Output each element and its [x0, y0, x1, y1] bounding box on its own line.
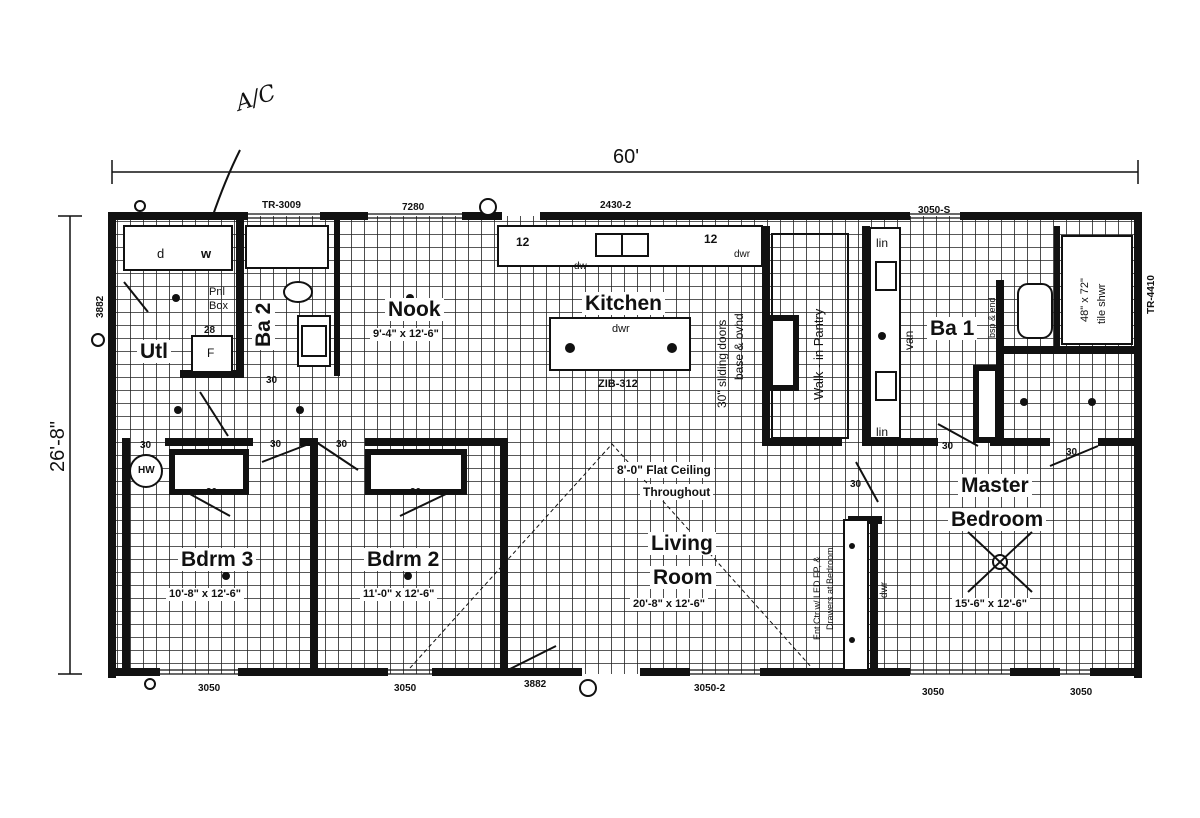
cabinet-12-a: 12 [516, 235, 530, 249]
ent-center-label: Ent Ctr w/ LED FP, & [812, 556, 822, 640]
room-master: Master [958, 474, 1032, 497]
cabinet-12-b: 12 [704, 232, 718, 246]
ceiling-fan [967, 531, 1033, 593]
window-label-bottom-1: 3050 [198, 683, 221, 694]
appliances [129, 233, 897, 488]
island-drawer-label: dwr [612, 323, 630, 335]
linen-label-1: lin [876, 236, 889, 250]
room-bedroom-2: Bdrm 2 [364, 548, 443, 571]
window-label-left: 3882 [95, 295, 106, 318]
door-size-5: 30 [410, 487, 422, 498]
window-label-bottom-4: 3050-2 [694, 683, 726, 694]
door-size-2: 30 [270, 439, 282, 450]
window-label-top-1: TR-3009 [262, 200, 301, 211]
room-bath-2: Ba 2 [252, 299, 275, 350]
window-label-bottom-3: 3882 [524, 679, 547, 690]
room-bedroom-3: Bdrm 3 [178, 548, 257, 571]
door-size-3: 30 [336, 439, 348, 450]
overall-width-line [111, 160, 1139, 184]
drawer-label: dwr [734, 249, 751, 260]
door-size-10: 30 [850, 479, 862, 490]
room-living-dim: 20'-8" x 12'-6" [630, 598, 708, 611]
window-label-bottom-6: 3050 [1070, 687, 1093, 698]
window-label-right: TR-4410 [1146, 275, 1157, 314]
room-bath-1: Ba 1 [927, 317, 978, 340]
room-utility: Utl [137, 340, 171, 363]
ceiling-note-2: Throughout [640, 484, 714, 500]
sliding-doors-label-2: base & ovhd [732, 313, 746, 380]
sliding-doors-label: 30" sliding doors [715, 319, 729, 408]
overall-width-label: 60' [613, 146, 640, 168]
room-living: Living [648, 532, 716, 555]
window-label-bottom-2: 3050 [394, 683, 417, 694]
living-diagonals [409, 443, 813, 669]
room-bedroom-2-dim: 11'-0" x 12'-6" [360, 588, 438, 601]
window-label-top-4: 3050-S [918, 205, 951, 216]
water-heater-label: HW [138, 465, 155, 476]
bath-1-code: bsp & end [987, 297, 997, 338]
washer-label: w [201, 246, 212, 261]
closets [169, 315, 1001, 495]
door-size-9: 30 [1066, 447, 1078, 458]
room-bedroom-3-dim: 10'-8" x 12'-6" [166, 588, 244, 601]
overall-depth-line [58, 215, 82, 675]
door-size-6: 30 [140, 440, 152, 451]
panel-label: Pnl [209, 286, 225, 298]
room-living-2: Room [650, 566, 716, 589]
dishwasher-label: dw [574, 261, 587, 272]
room-master-dim: 15'-6" x 12'-6" [952, 598, 1030, 611]
shower-type-label: tile shwr [1096, 283, 1108, 324]
furnace-label: F [207, 346, 215, 360]
window-label-bottom-5: 3050 [922, 687, 945, 698]
door-size-1: 30 [266, 375, 278, 386]
window-label-top-3: 2430-2 [600, 200, 632, 211]
door-size-8: 30 [942, 441, 954, 452]
room-nook: Nook [385, 298, 444, 321]
overall-depth-label: 26'-8" [47, 421, 69, 472]
ceiling-note: 8'-0" Flat Ceiling [614, 462, 714, 478]
window-symbols [160, 213, 1090, 675]
window-label-top-2: 7280 [402, 202, 425, 213]
ent-center-label-2: Drawers at Bedroom [825, 547, 835, 630]
door-markers [91, 198, 597, 697]
door-swings [123, 281, 1099, 671]
ent-drawer-label: dwr [879, 581, 890, 598]
shower-size-label: 48" x 72" [1079, 278, 1091, 322]
room-nook-dim: 9'-4" x 12'-6" [370, 328, 442, 341]
door-size-4: 30 [206, 487, 218, 498]
door-size-7: 28 [204, 325, 216, 336]
ac-pointer [211, 149, 241, 219]
pantry-label: Walk - in Pantry [811, 308, 826, 400]
vanity-label: van [902, 330, 916, 350]
island-code: ZIB-312 [598, 378, 638, 390]
dryer-label: d [157, 246, 165, 261]
room-master-2: Bedroom [948, 508, 1047, 531]
room-kitchen: Kitchen [582, 292, 666, 315]
linen-label-2: lin [876, 425, 889, 439]
panel-label-2: Box [209, 300, 228, 312]
